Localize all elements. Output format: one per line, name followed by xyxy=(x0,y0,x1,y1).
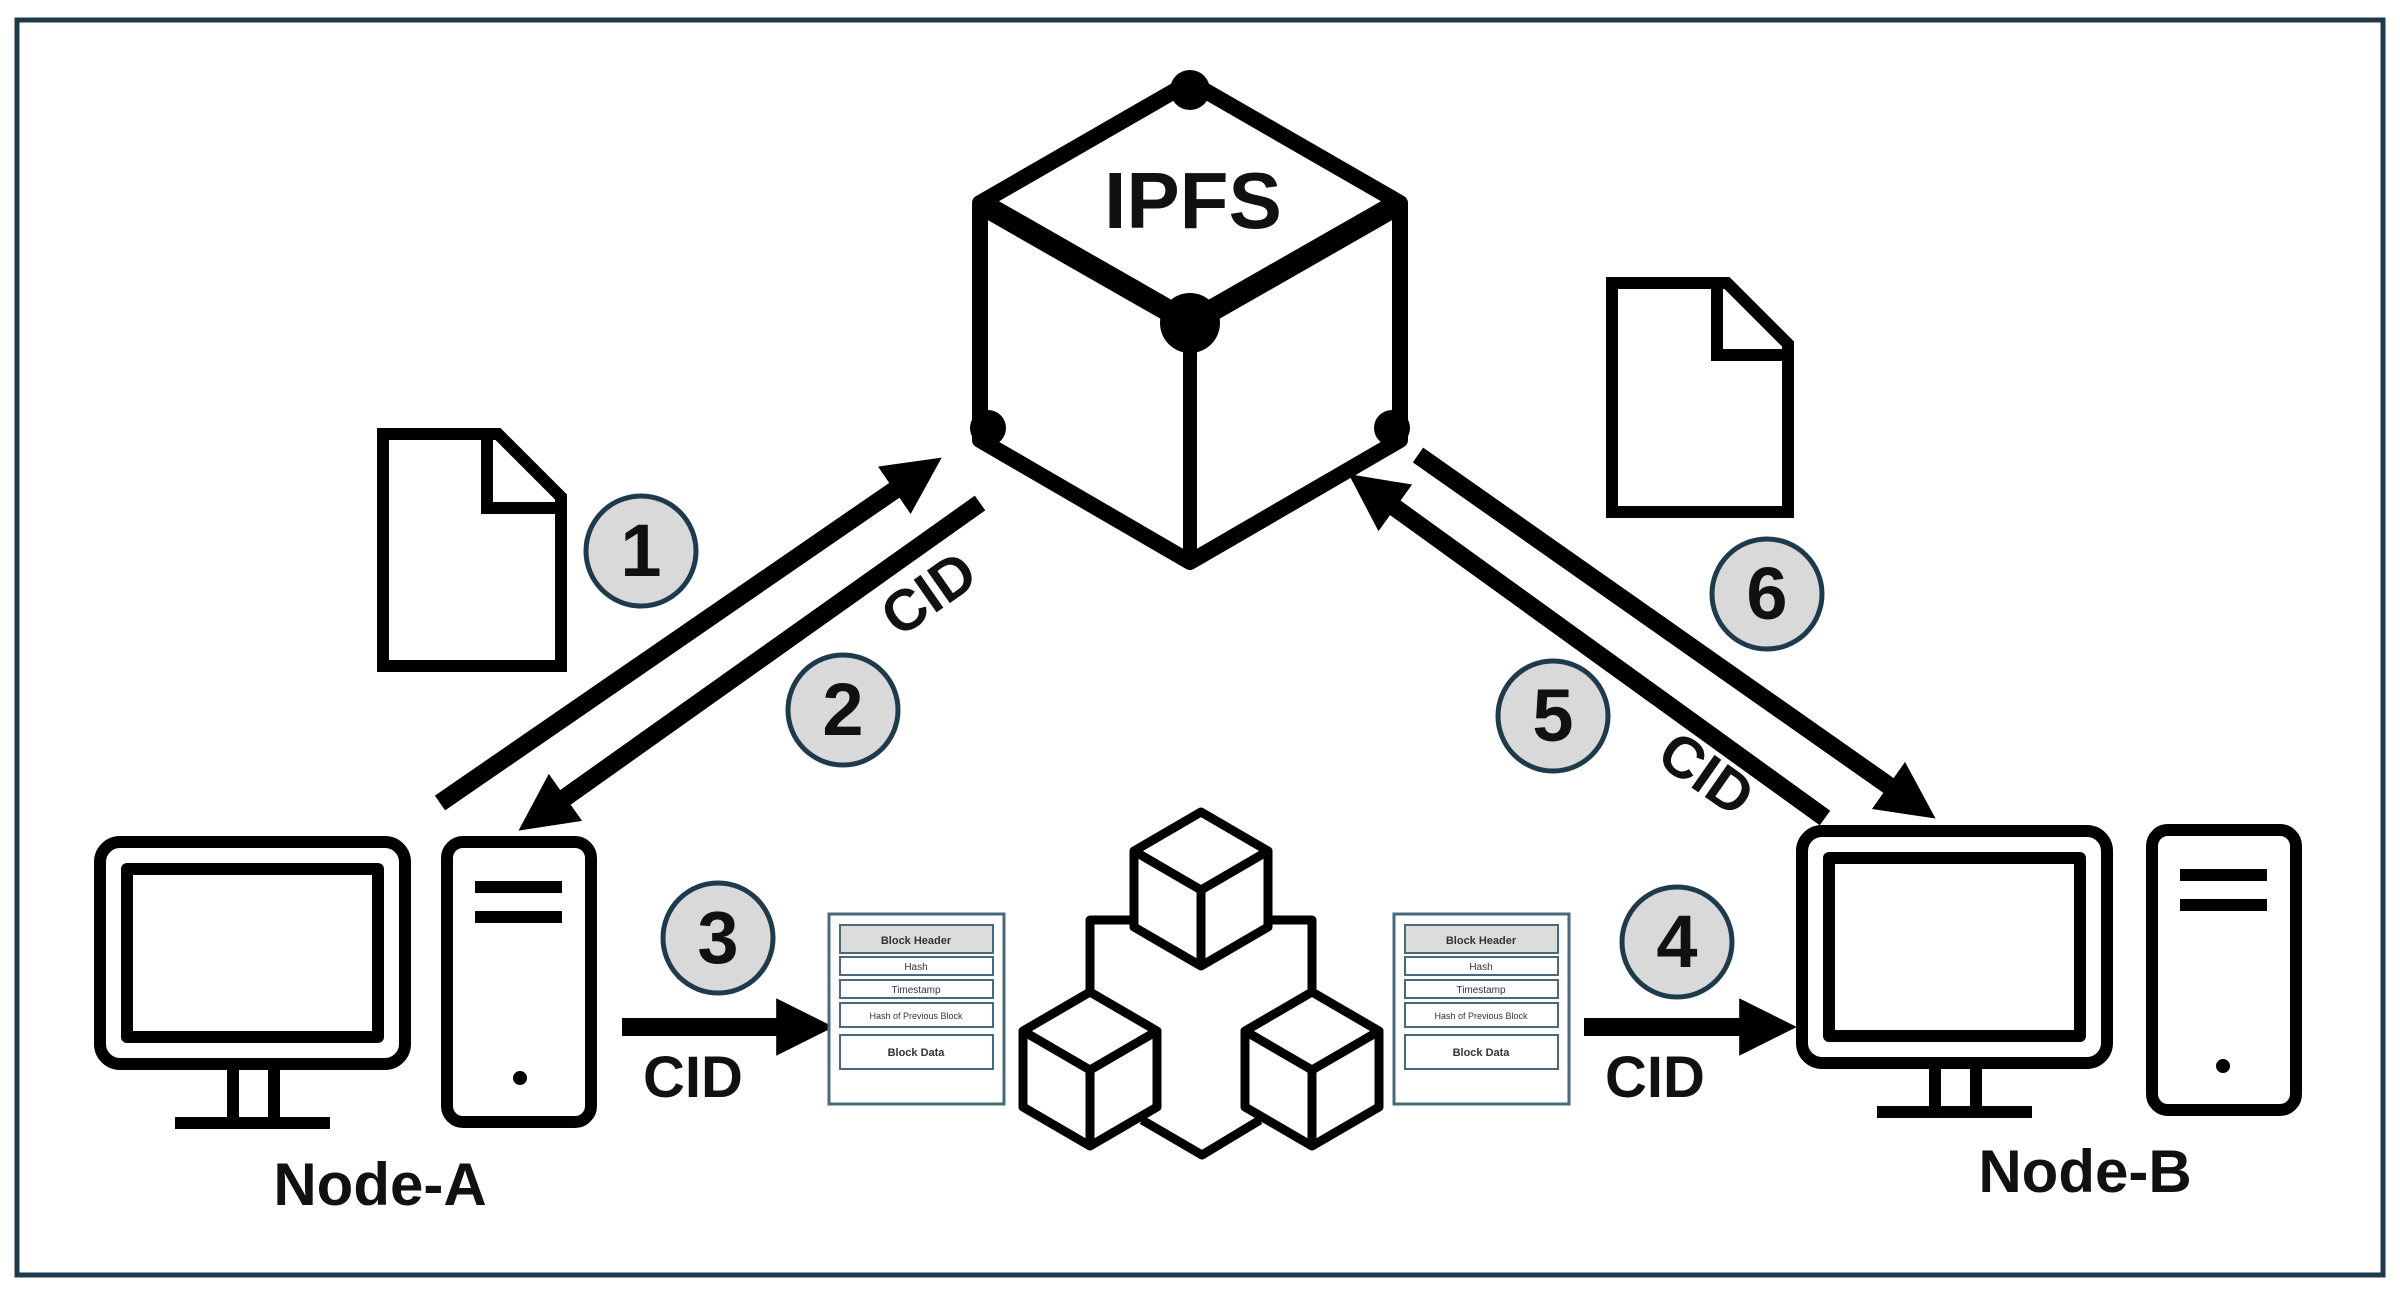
block-right: Block Header Hash Timestamp Hash of Prev… xyxy=(1392,912,1571,1106)
step-6-badge: 6 xyxy=(1709,536,1825,652)
step-number: 3 xyxy=(697,896,738,979)
step-5-badge: 5 xyxy=(1495,658,1611,774)
file-return-arrow xyxy=(1412,447,1936,819)
cid-request-arrow xyxy=(1348,474,1831,826)
block-data-text: Block Data xyxy=(1453,1047,1511,1059)
step-4-badge: 4 xyxy=(1619,884,1735,1000)
document-icon xyxy=(1606,277,1794,518)
ipfs-label: IPFS xyxy=(1104,156,1282,245)
node-a-monitor-icon xyxy=(94,836,411,1129)
cid-label: CID xyxy=(1605,1045,1705,1110)
block-field-text: Hash xyxy=(904,962,927,973)
node-b-label: Node-B xyxy=(1978,1138,2191,1205)
cid-return-arrow xyxy=(518,495,986,831)
block-header-text: Block Header xyxy=(881,935,952,947)
cid-label: CID xyxy=(643,1045,743,1110)
document-icon xyxy=(377,428,567,672)
node-b-tower-icon xyxy=(2146,824,2302,1116)
step-number: 2 xyxy=(822,668,863,751)
block-header xyxy=(1404,924,1559,954)
node-a-tower-icon xyxy=(441,836,597,1128)
block-header xyxy=(839,924,994,954)
step-2-badge: 2 xyxy=(785,652,901,768)
step-1-badge: 1 xyxy=(583,493,699,609)
block-field-text: Timestamp xyxy=(1456,985,1506,996)
block-data-text: Block Data xyxy=(888,1047,946,1059)
upload-arrow xyxy=(434,457,942,811)
step-number: 4 xyxy=(1656,900,1697,983)
blockchain-icon xyxy=(1018,807,1384,1160)
block-field-text: Hash xyxy=(1469,962,1492,973)
block-field-text: Timestamp xyxy=(891,985,941,996)
ipfs-cube-icon xyxy=(970,70,1410,570)
step-number: 6 xyxy=(1746,552,1787,635)
node-a-label: Node-A xyxy=(273,1151,486,1218)
node-b-monitor-icon xyxy=(1796,825,2113,1118)
block-left: Block Header Hash Timestamp Hash of Prev… xyxy=(827,912,1006,1106)
step-number: 1 xyxy=(620,509,661,592)
step-3-badge: 3 xyxy=(660,880,776,996)
block-header-text: Block Header xyxy=(1446,935,1517,947)
block-field-text: Hash of Previous Block xyxy=(1434,1011,1528,1021)
block-field-text: Hash of Previous Block xyxy=(869,1011,963,1021)
step-number: 5 xyxy=(1532,674,1573,757)
